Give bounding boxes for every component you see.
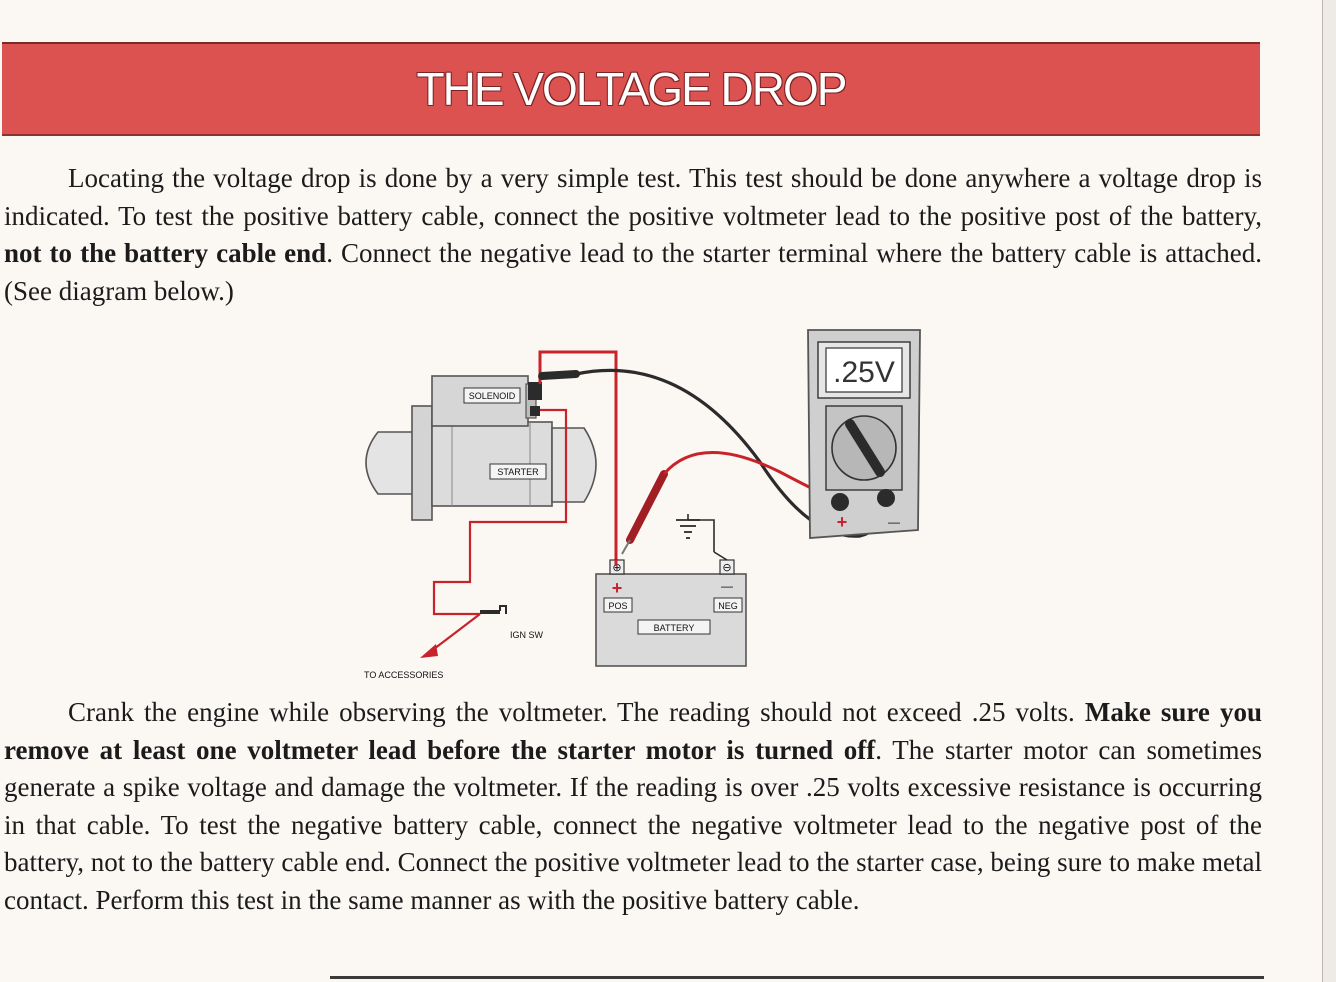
accessory-wire [429,613,481,653]
meter-minus-sign: — [888,515,900,529]
intro-paragraph: Locating the voltage drop is done by a v… [4,160,1262,310]
battery [595,573,747,667]
ign-sw-label: IGN SW [510,630,544,640]
pos-label: POS [608,601,627,611]
meter-positive-jack[interactable] [831,493,849,511]
starter-label: STARTER [497,467,539,477]
negative-terminal-mark: ⊖ [722,562,731,574]
meter-negative-jack[interactable] [877,489,895,507]
ign-switch-body [499,605,507,614]
meter-plus-sign: + [837,512,848,532]
meter-screen [825,347,903,393]
solenoid-battery-terminal [528,382,542,400]
page-edge [1322,0,1336,982]
page-title: THE VOLTAGE DROP [416,63,848,115]
positive-terminal-mark: ⊕ [612,562,621,574]
procedure-text-1: Crank the engine while observing the vol… [68,697,1085,727]
battery-label: BATTERY [654,623,695,633]
intro-bold-text: not to the battery cable end [4,238,327,268]
bottom-divider [330,976,1264,979]
battery-label-box [637,619,711,635]
procedure-bold-text: Make sure you remove at least one voltme… [4,697,1262,765]
starter-label-box [489,463,547,480]
to-accessories-label: TO ACCESSORIES [364,670,443,680]
ground-wire [713,551,728,561]
positive-probe-tip [621,539,631,555]
ignition-wire [432,408,568,616]
procedure-text-2: . The starter motor can sometimes genera… [4,734,1262,915]
solenoid-motor-terminal [530,406,540,416]
solenoid-label-box [463,387,521,404]
meter-reading: .25V [833,356,895,389]
neg-label: NEG [718,601,738,611]
positive-battery-cable [538,350,618,566]
positive-probe [626,470,668,544]
ground-symbol [676,514,715,552]
intro-text-2: . Connect the negative lead to the start… [4,238,1262,306]
title-banner: THE VOLTAGE DROP [2,42,1260,136]
pos-label-box [603,597,633,613]
intro-text-1: Locating the voltage drop is done by a v… [4,163,1262,231]
voltmeter [807,329,921,539]
voltage-drop-diagram: SOLENOID STARTER IGN SW TO ACCESSORIES ⊕… [364,329,921,680]
accessory-arrow [420,644,438,658]
battery-minus-sign: — [721,579,733,593]
procedure-paragraph: Crank the engine while observing the vol… [4,694,1262,919]
neg-label-box [713,597,743,613]
negative-probe [538,370,580,380]
solenoid-label: SOLENOID [469,391,516,401]
battery-plus-sign: + [612,578,623,598]
meter-dial-pointer [845,419,885,477]
